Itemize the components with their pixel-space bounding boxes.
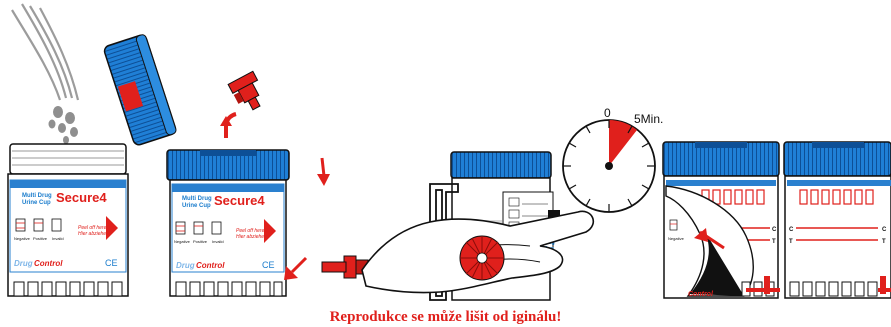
arrow-head-up xyxy=(220,116,232,126)
label-line1: Multi Drug xyxy=(22,193,52,199)
panel-pour: Multi Drug Urine Cup Secure4 Negative Po… xyxy=(7,3,129,297)
brand-a: Drug xyxy=(14,259,33,268)
panel-result: C T C T xyxy=(783,141,891,299)
strip-c-right: C xyxy=(882,227,887,233)
label-line2: Urine Cup xyxy=(182,203,211,209)
cap-icon xyxy=(103,34,177,146)
brand-b: Control xyxy=(196,261,225,270)
disclaimer-caption: Reprodukce se může lišit od iginálu! xyxy=(329,309,562,325)
legend-inv: Invalid xyxy=(52,236,64,241)
pouring-stream-icon xyxy=(11,3,80,101)
label-line1: Multi Drug xyxy=(182,196,212,202)
arrow-icon xyxy=(284,256,308,280)
legend-pos: Positive xyxy=(193,239,208,244)
peel-text: Peel off here xyxy=(236,228,265,234)
arrow-icon xyxy=(317,157,330,186)
strip-t-right: T xyxy=(882,239,886,245)
panel-closed-cup: Multi Drug Urine Cup Secure4 Negative Po… xyxy=(166,70,290,297)
brand-b: Control xyxy=(34,259,63,268)
peel-subtext: Hier abziehen xyxy=(236,234,267,240)
peel-text: Peel off here xyxy=(78,225,107,231)
ce-mark: CE xyxy=(262,260,275,270)
legend-neg: Negative xyxy=(668,236,685,241)
stopwatch-icon: 0 5Min. xyxy=(562,106,663,213)
panel-insert: Multi Drug Urine Cup www xyxy=(321,151,595,301)
legend-pos: Positive xyxy=(33,236,48,241)
peel-arrow-icon xyxy=(264,219,276,243)
label-product: Secure4 xyxy=(214,193,265,208)
cup-label: Multi Drug Urine Cup Secure4 Negative Po… xyxy=(9,179,127,273)
peel-subtext: Hier abziehen xyxy=(78,231,109,237)
droplets xyxy=(48,106,78,144)
cap-bottom-icon xyxy=(459,235,505,281)
brand-a: Drug xyxy=(176,261,195,270)
legend-inv: Invalid xyxy=(212,239,224,244)
strip-c: C xyxy=(772,227,777,233)
adapter-plug-icon xyxy=(227,70,261,111)
cup-feet xyxy=(13,281,123,297)
strip-t-left: T xyxy=(789,239,793,245)
ce-mark: CE xyxy=(105,258,118,268)
panel-peel: C T Negative Control xyxy=(662,141,780,299)
arrow-icon xyxy=(694,228,708,242)
legend-neg: Negative xyxy=(174,239,191,244)
brand-b: Control xyxy=(688,291,714,298)
test-strips xyxy=(701,189,765,205)
legend-neg: Negative xyxy=(14,236,31,241)
timer-zero: 0 xyxy=(604,106,611,120)
label-line2: Urine Cup xyxy=(22,200,51,206)
result-legend xyxy=(15,218,62,232)
timer-five: 5Min. xyxy=(634,112,663,126)
label-product: Secure4 xyxy=(56,190,107,205)
strip-c-left: C xyxy=(789,227,794,233)
strip-t: T xyxy=(772,239,776,245)
peel-arrow-icon xyxy=(106,216,118,240)
